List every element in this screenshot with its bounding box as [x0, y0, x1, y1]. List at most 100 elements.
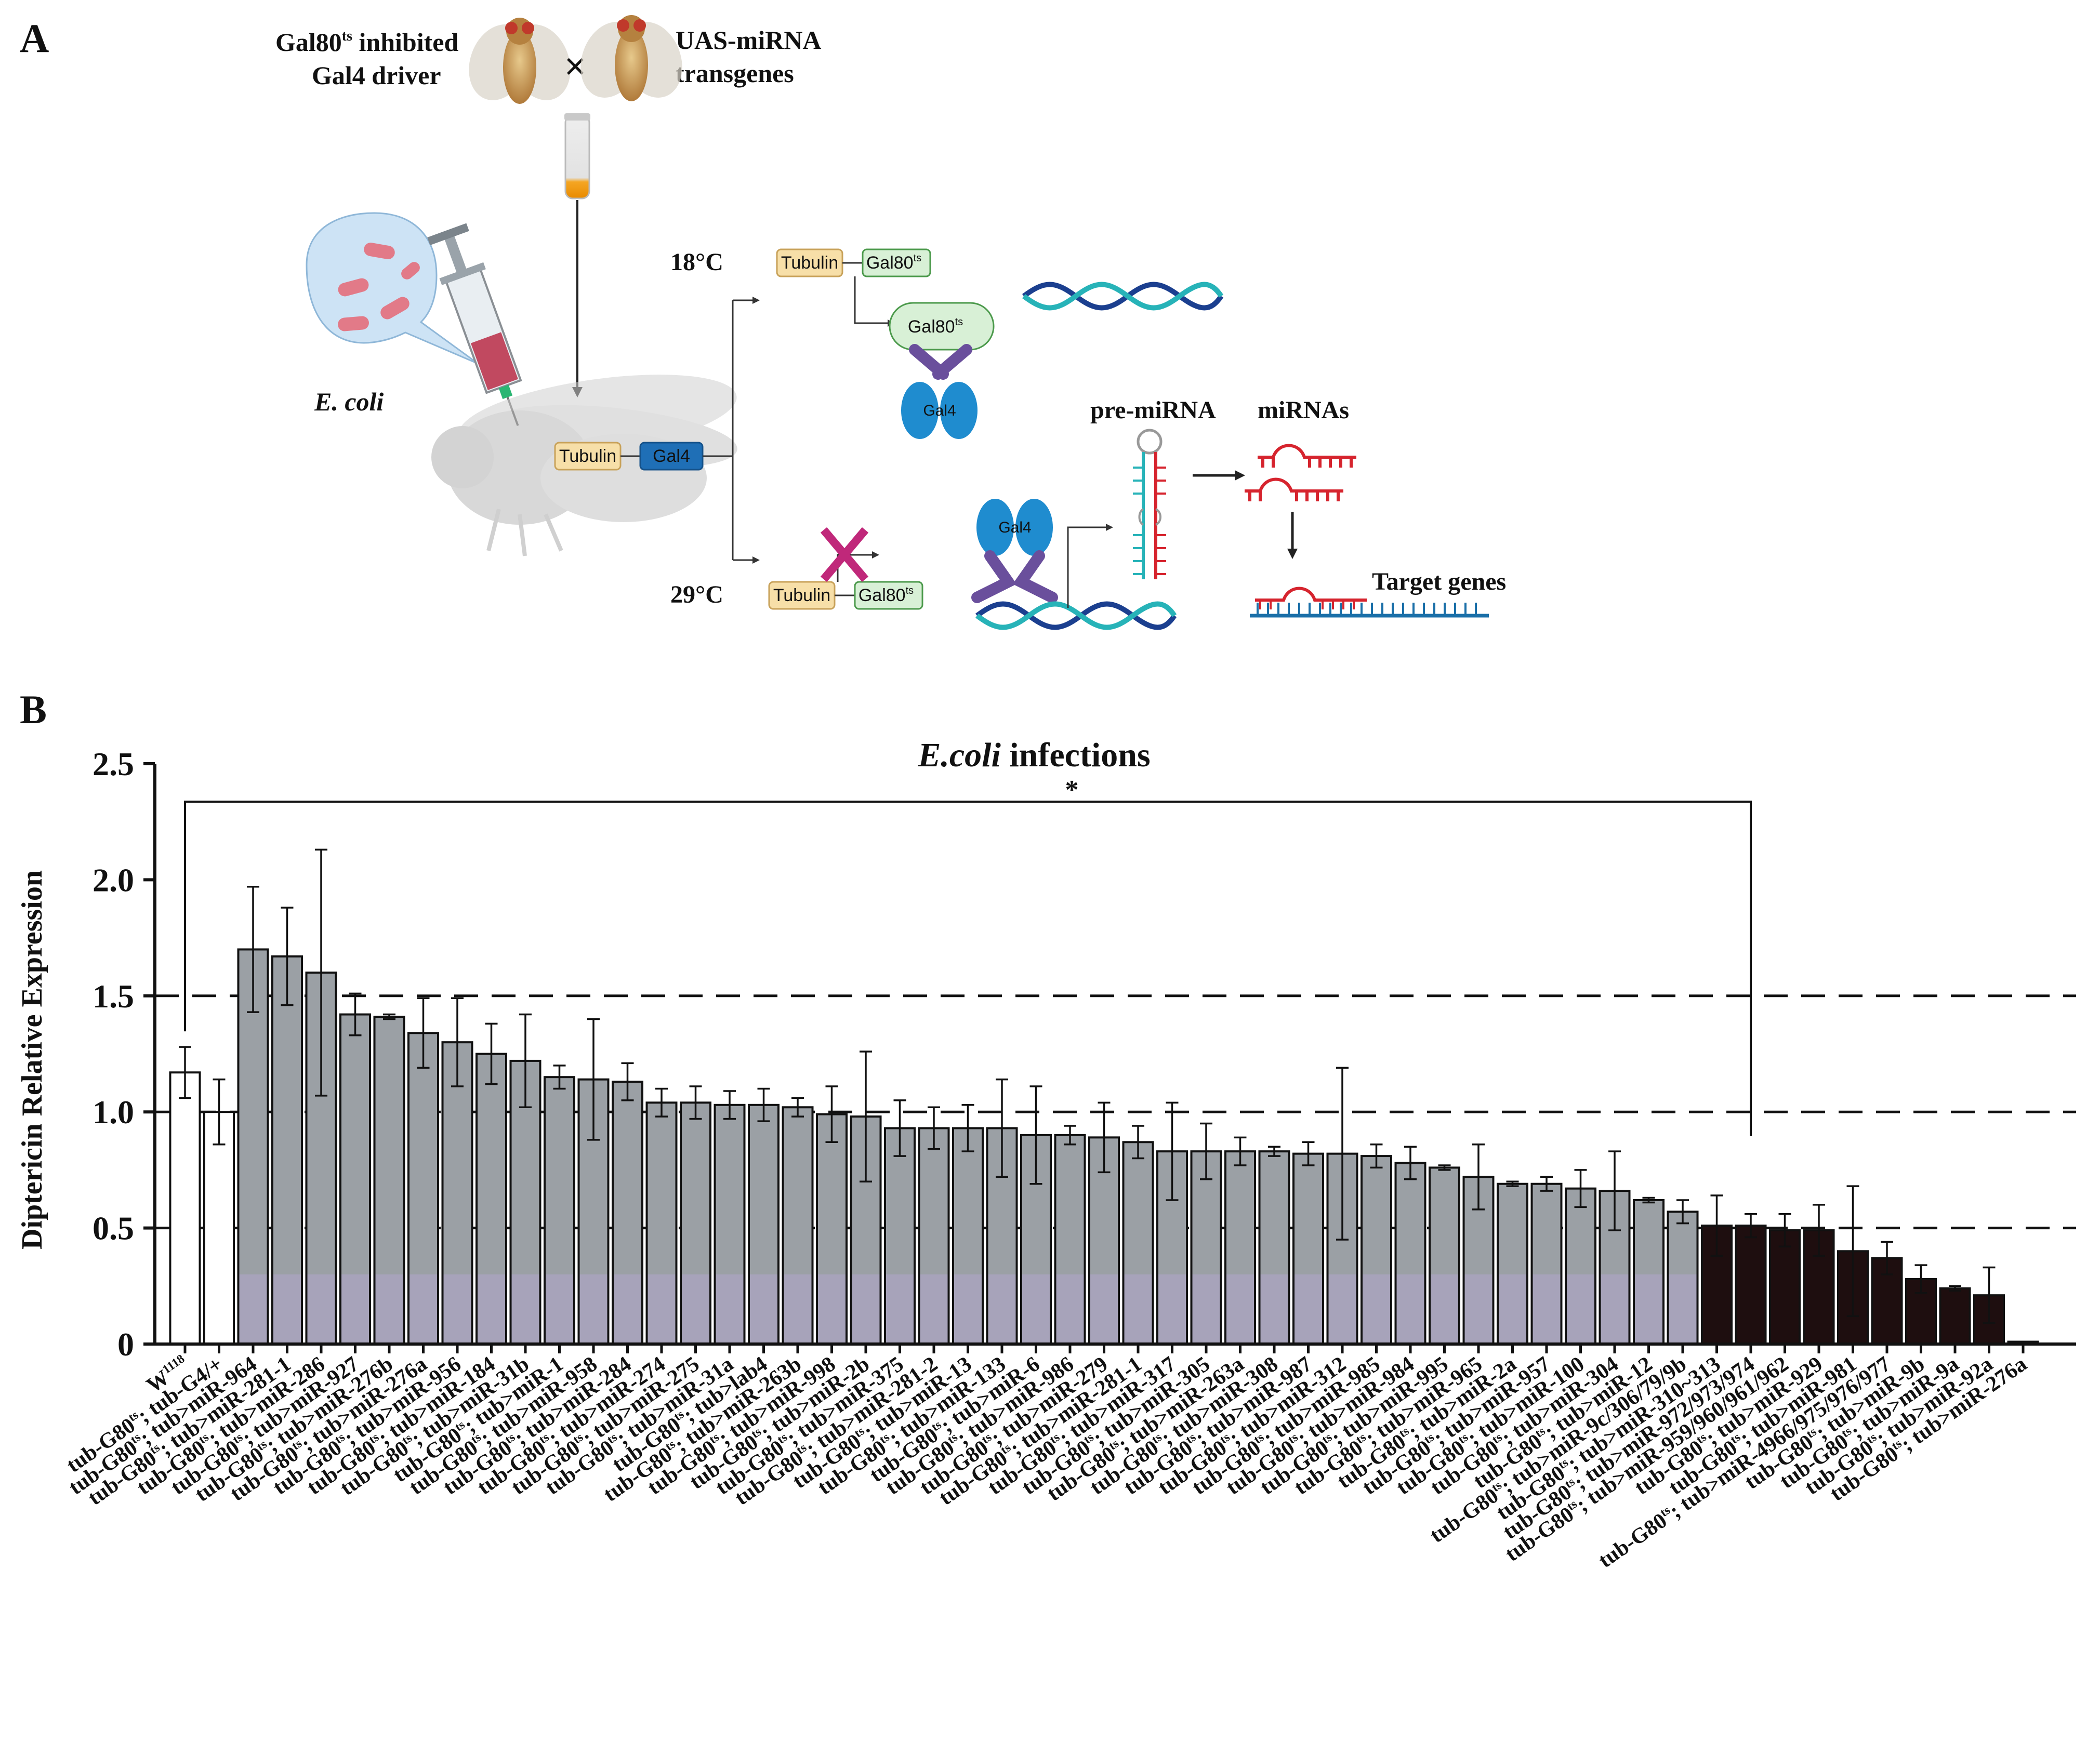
bar-lower-shade [886, 1274, 914, 1344]
target-mrna-icon [1250, 587, 1489, 618]
bar-lower-shade [1124, 1274, 1152, 1344]
bar-lower-shade [1431, 1274, 1458, 1344]
bar [203, 1111, 235, 1345]
bar-lower-shade [920, 1274, 948, 1344]
arrow-down-icon [572, 200, 583, 397]
bar-lower-shade [307, 1274, 335, 1344]
cross-right-line2: transgenes [676, 59, 794, 88]
arrow-down-mirna-icon [1287, 512, 1298, 559]
svg-text:Tubulin: Tubulin [781, 253, 838, 273]
bar-lower-shade [1056, 1274, 1084, 1344]
cross-right-line1: UAS-miRNA [676, 25, 822, 55]
bar-lower-shade [614, 1274, 641, 1344]
ecoli-label: E. coli [314, 387, 384, 416]
significance-bracket [184, 801, 1752, 1136]
bar [169, 1071, 201, 1345]
bar-lower-shade [1464, 1274, 1493, 1344]
vial-icon [564, 113, 590, 200]
panel-a: A Gal80ts inhibited Gal4 driver UAS-miRN… [20, 15, 1506, 630]
female-fly-icon [469, 18, 571, 104]
bar-lower-shade [1669, 1274, 1697, 1344]
y-tick-label: 2.0 [93, 861, 134, 898]
bar-lower-shade [1363, 1274, 1390, 1344]
gal4-on-dna-icon: Gal4 [971, 499, 1177, 630]
blocked-x-icon [820, 527, 869, 582]
bar-lower-shade [579, 1274, 607, 1344]
bar-lower-shade [1635, 1274, 1662, 1344]
y-axis-label: Diptericin Relative Expression [16, 870, 48, 1249]
svg-text:Gal80ts: Gal80ts [866, 252, 921, 273]
bar [1939, 1287, 1971, 1346]
ecoli-bubble-icon [306, 212, 479, 365]
bar-lower-shade [1601, 1274, 1629, 1344]
bar-lower-shade [852, 1274, 880, 1344]
bar-lower-shade [1328, 1274, 1356, 1344]
svg-text:Tubulin: Tubulin [773, 586, 830, 605]
svg-text:Gal4: Gal4 [923, 402, 956, 419]
significance-star: * [1065, 775, 1079, 805]
chart-title: E.coli infections [917, 736, 1150, 774]
bar-lower-shade [784, 1274, 812, 1344]
bar-lower-shade [818, 1274, 846, 1344]
adult-fly-icon [431, 375, 737, 556]
temp-29-label: 29°C [670, 581, 723, 608]
temp-18-label: 18°C [670, 248, 723, 276]
bar-lower-shade [478, 1274, 505, 1344]
bar-lower-shade [1090, 1274, 1118, 1344]
bar-lower-shade [750, 1274, 777, 1344]
arrow-right-mirna-icon [1193, 470, 1245, 481]
bar-lower-shade [239, 1274, 267, 1344]
bar [1735, 1225, 1767, 1346]
bar-lower-shade [1158, 1274, 1186, 1344]
target-genes-label: Target genes [1372, 568, 1506, 595]
bar-lower-shade [988, 1274, 1016, 1344]
bar-lower-shade [1192, 1274, 1220, 1344]
pre-mirna-label: pre-miRNA [1090, 396, 1216, 424]
bar-lower-shade [648, 1274, 676, 1344]
svg-text:Gal80ts: Gal80ts [908, 316, 963, 337]
dna-helix-18c-icon [1022, 282, 1224, 311]
mirnas-label: miRNAs [1258, 396, 1349, 424]
y-tick-label: 1.0 [93, 1094, 134, 1131]
svg-text:Gal80ts: Gal80ts [859, 585, 914, 605]
bar-lower-shade [1295, 1274, 1322, 1344]
bar-lower-shade [511, 1274, 539, 1344]
bar-lower-shade [682, 1274, 709, 1344]
y-tick-label: 2.5 [93, 746, 134, 782]
bar-lower-shade [716, 1274, 744, 1344]
cross-left-line1: Gal80ts inhibited [275, 28, 458, 57]
bar-lower-shade [1260, 1274, 1288, 1344]
construct-18c: Tubulin Gal80ts Gal80ts Gal4 [776, 248, 995, 439]
svg-text:Gal4: Gal4 [653, 446, 690, 466]
bar-lower-shade [1396, 1274, 1424, 1344]
bar-lower-shade [1022, 1274, 1050, 1344]
tubulin-gal4-construct: Tubulin Gal4 [554, 442, 733, 471]
bar-lower-shade [1533, 1274, 1561, 1344]
y-tick-label: 0.5 [93, 1210, 134, 1247]
y-tick-label: 1.5 [93, 978, 134, 1015]
bar-lower-shade [375, 1274, 403, 1344]
panel-b: B E.coli infections Diptericin Relative … [16, 687, 2076, 1573]
y-tick-label: 0 [117, 1326, 134, 1363]
mirna-duplex-icon [1245, 444, 1356, 501]
svg-text:Tubulin: Tubulin [559, 446, 616, 466]
construct-29c: Tubulin Gal80ts [768, 551, 923, 610]
pre-mirna-hairpin-icon [1133, 429, 1166, 579]
temperature-branch-lines [732, 297, 760, 564]
bar-lower-shade [954, 1274, 982, 1344]
cross-left-line2: Gal4 driver [312, 61, 441, 90]
bar-lower-shade [273, 1274, 301, 1344]
bar-lower-shade [1567, 1274, 1594, 1344]
bar-lower-shade [1499, 1274, 1526, 1344]
panel-a-letter: A [20, 16, 49, 61]
syringe-icon [427, 223, 522, 426]
svg-text:Gal4: Gal4 [998, 519, 1031, 536]
bar-lower-shade [546, 1274, 573, 1344]
male-fly-icon [580, 15, 682, 101]
panel-b-letter: B [20, 687, 47, 732]
bar-lower-shade [1226, 1274, 1254, 1344]
bar-lower-shade [443, 1274, 471, 1344]
bar-lower-shade [410, 1274, 437, 1344]
